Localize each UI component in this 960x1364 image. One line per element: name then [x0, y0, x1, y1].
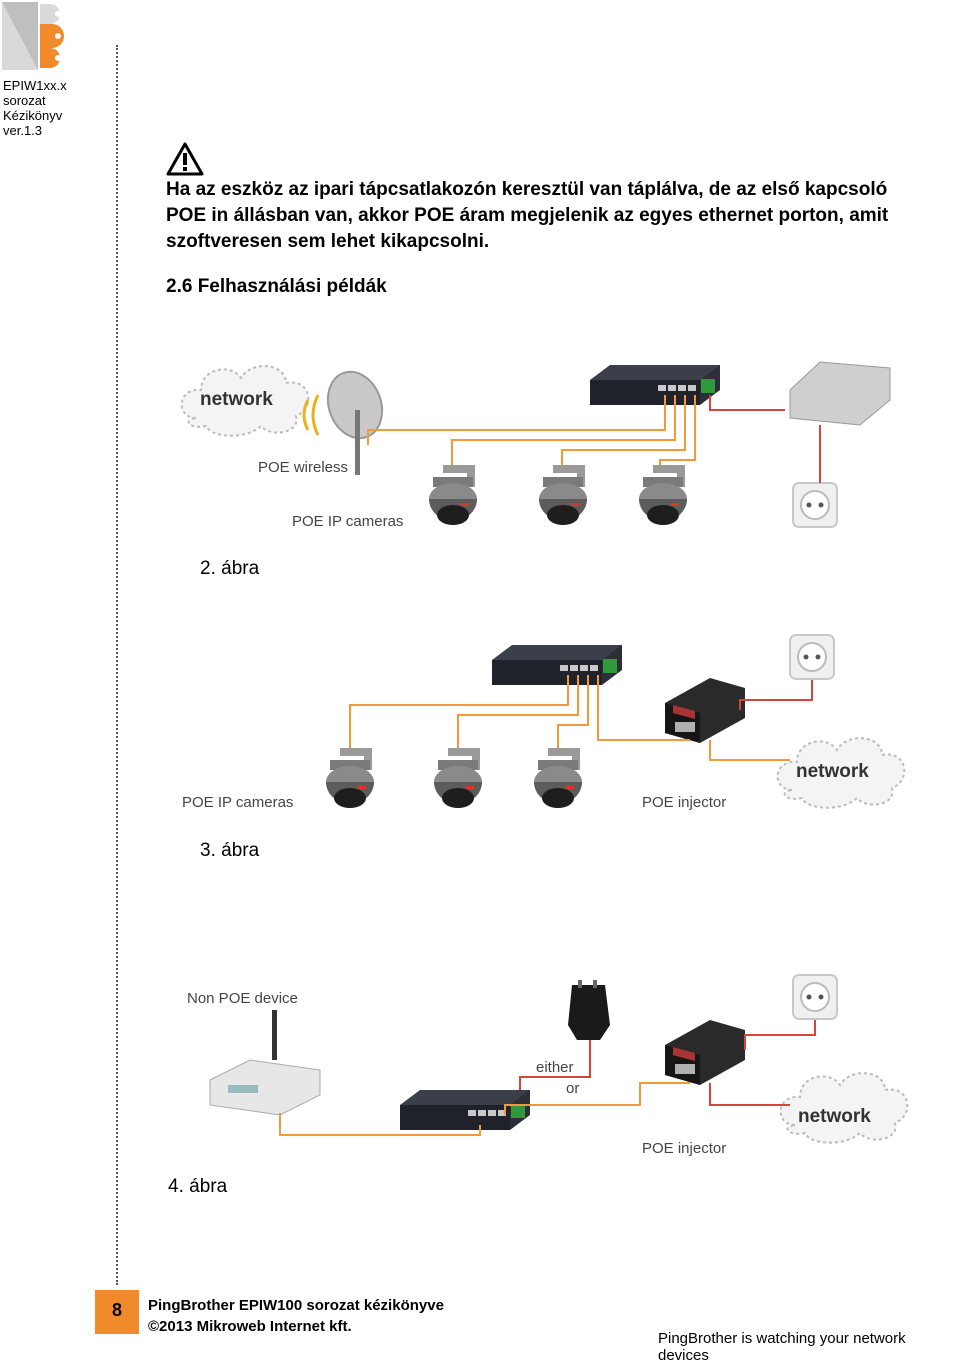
power-cable: [739, 680, 813, 710]
figure-4-diagram: Non POE device either or network POE inj…: [187, 974, 909, 1157]
page-number: 8: [111, 1300, 122, 1320]
either-label: either: [536, 1059, 574, 1076]
sidebar-line: ver.1.3: [3, 123, 43, 138]
cloud-label: network: [796, 761, 869, 782]
footer-copyright: ©2013 Mikroweb Internet kft.: [148, 1318, 352, 1335]
power-cable: [709, 395, 821, 483]
section-title: 2.6 Felhasználási példák: [166, 276, 387, 297]
cloud-label: network: [200, 389, 273, 410]
figure-caption: 2. ábra: [200, 558, 260, 579]
or-label: or: [566, 1080, 579, 1097]
poe-ip-cameras-label: POE IP cameras: [292, 513, 403, 530]
power-outlet: [789, 634, 835, 680]
poe-switch: [590, 365, 720, 405]
cable: [349, 675, 790, 761]
power-cable: [519, 1020, 816, 1106]
ip-camera: [534, 748, 582, 808]
poe-injector: [665, 678, 745, 743]
non-poe-device-label: Non POE device: [187, 990, 298, 1007]
router: [209, 1010, 321, 1116]
power-adapter: [568, 980, 610, 1040]
poe-switch: [492, 645, 622, 685]
sidebar-line: Kézikönyv: [3, 108, 63, 123]
power-outlet: [792, 482, 838, 528]
poe-wireless-label: POE wireless: [258, 459, 348, 476]
poe-ip-cameras-label: POE IP cameras: [182, 794, 293, 811]
sidebar-info: EPIW1xx.x sorozat Kézikönyv ver.1.3: [3, 78, 67, 138]
power-outlet: [792, 974, 838, 1020]
poe-switch: [400, 1090, 530, 1130]
page-number-box: [95, 1290, 139, 1334]
footer-title: PingBrother EPIW100 sorozat kézikönyve: [148, 1297, 444, 1314]
figure-caption: 3. ábra: [200, 840, 260, 861]
ip-camera: [326, 748, 374, 808]
cable: [279, 1082, 690, 1136]
poe-injector: [665, 1020, 745, 1085]
figure-3-diagram: network POE IP cameras POE injector: [182, 634, 906, 811]
poe-injector-label: POE injector: [642, 1140, 726, 1157]
ip-camera: [434, 748, 482, 808]
brand-logo: [2, 2, 64, 70]
figure-caption: 4. ábra: [168, 1176, 228, 1197]
sidebar-line: EPIW1xx.x: [3, 78, 67, 93]
ip-camera: [429, 465, 477, 525]
warning-text: Ha az eszköz az ipari tápcsatlakozón ker…: [166, 179, 889, 252]
margin-divider: [116, 45, 118, 1285]
warning-triangle-icon: [166, 142, 204, 176]
wireless-antenna: [302, 370, 384, 475]
cable: [367, 395, 696, 468]
power-supply: [789, 361, 891, 426]
ip-camera: [639, 465, 687, 525]
figure-2-diagram: network POE wireless POE IP cameras: [180, 361, 891, 530]
sidebar-line: sorozat: [3, 93, 46, 108]
footer-tagline: PingBrother is watching your network dev…: [658, 1330, 906, 1364]
ip-camera: [539, 465, 587, 525]
poe-injector-label: POE injector: [642, 794, 726, 811]
cloud-label: network: [798, 1106, 871, 1127]
